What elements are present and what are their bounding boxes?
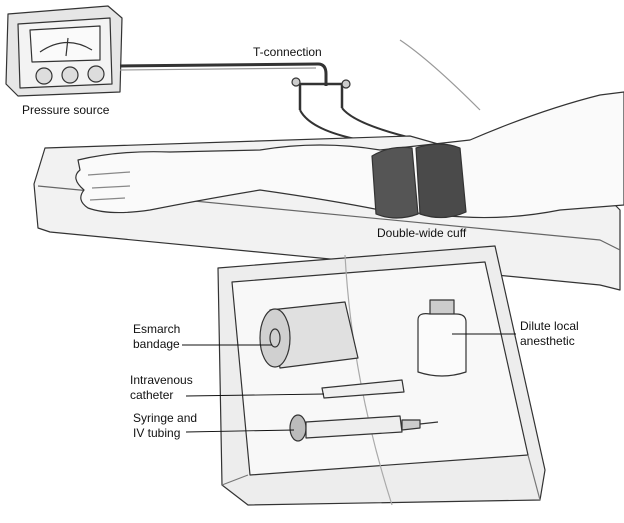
label-syringe-iv-tubing: Syringe and IV tubing [133, 411, 197, 441]
leader-catheter [185, 393, 325, 397]
label-pressure-source: Pressure source [22, 103, 110, 117]
label-intravenous-catheter: Intravenous catheter [130, 373, 193, 403]
label-line: bandage [133, 337, 180, 351]
label-esmarch-bandage: Esmarch bandage [133, 322, 180, 352]
label-line: anesthetic [520, 334, 575, 348]
label-line: Esmarch [133, 322, 181, 336]
esmarch-bandage-drawing [259, 301, 359, 369]
pressure-tubing [119, 62, 328, 86]
tray [217, 245, 546, 506]
double-wide-cuff-drawing [371, 143, 467, 219]
label-double-wide-cuff: Double-wide cuff [377, 226, 467, 240]
label-line: catheter [130, 388, 174, 402]
label-line: Intravenous [130, 373, 193, 387]
label-dilute-local-anesthetic: Dilute local anesthetic [520, 319, 579, 349]
label-line: Syringe and [133, 411, 198, 425]
label-line: Dilute local [520, 319, 579, 333]
leader-syringe [185, 429, 295, 433]
label-t-connection: T-connection [253, 45, 322, 59]
arm [75, 91, 624, 219]
label-line: IV tubing [133, 426, 181, 440]
pressure-source-device [5, 5, 123, 97]
syringe-drawing [289, 414, 439, 442]
anesthetic-vial-drawing [417, 299, 467, 377]
iv-catheter-drawing [321, 379, 405, 399]
